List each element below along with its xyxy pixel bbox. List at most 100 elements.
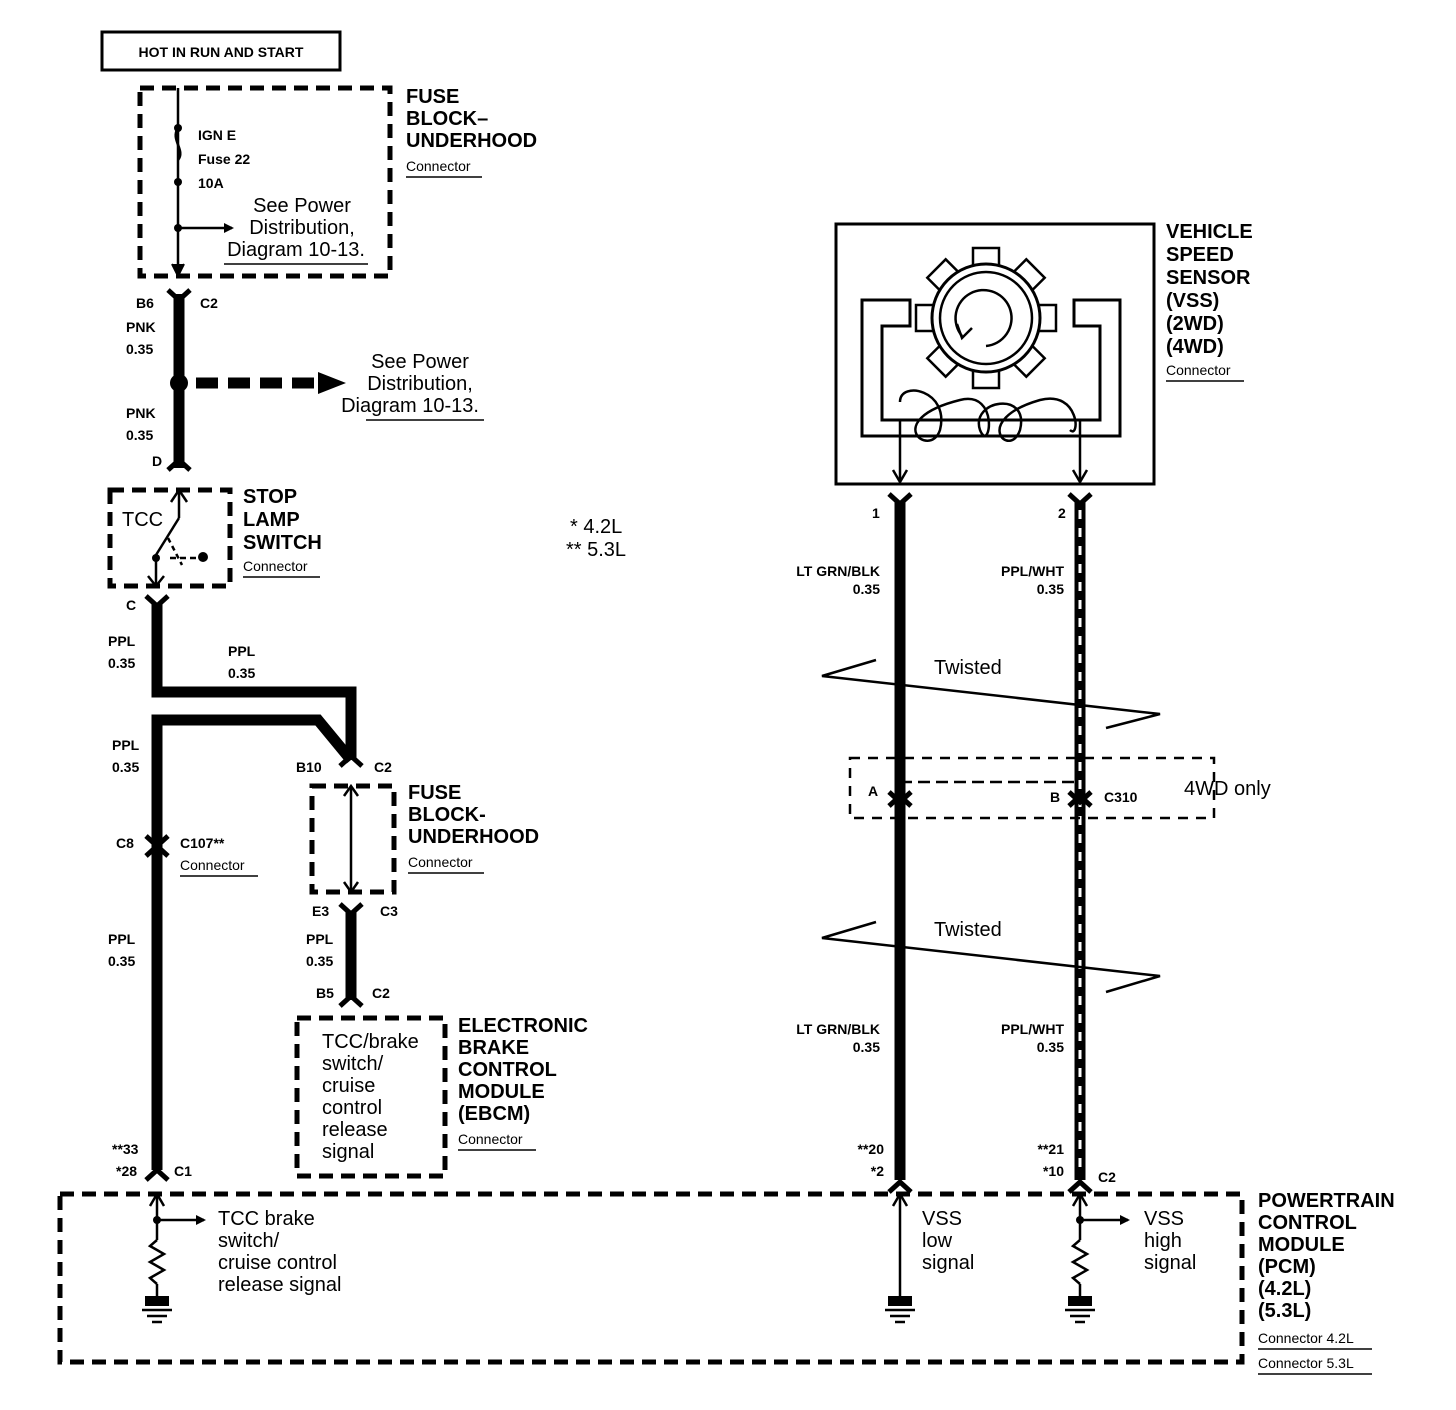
stop-lamp-title-3: SWITCH	[243, 532, 322, 554]
twisted-label-1: Twisted	[934, 657, 1002, 679]
pin-c3: C3	[380, 903, 398, 919]
pin-c2-pcm: C2	[1098, 1169, 1116, 1185]
vss-title-4: (VSS)	[1166, 290, 1219, 312]
pcm-vss-low-3: signal	[922, 1252, 974, 1274]
pin-vss-1: 1	[872, 505, 880, 521]
fuse-block-mid-title-3: UNDERHOOD	[408, 826, 539, 848]
vss-title-3: SENSOR	[1166, 267, 1251, 289]
ebcm-inner-6: signal	[322, 1141, 374, 1163]
tcc-label: TCC	[122, 509, 163, 531]
pin-c8: C8	[116, 835, 134, 851]
wire-color-ppl-2: PPL	[228, 643, 256, 659]
pin-c310: C310	[1104, 789, 1138, 805]
pin-c2-top: C2	[200, 295, 218, 311]
wire-color-pnk-2: PNK	[126, 405, 156, 421]
fuse-rating-label: 10A	[198, 175, 224, 191]
vss-title-6: (4WD)	[1166, 336, 1224, 358]
pin-c1: C1	[174, 1163, 192, 1179]
fuse-block-connector-label: Connector	[406, 158, 471, 174]
pcm-connector-42l: Connector 4.2L	[1258, 1330, 1354, 1346]
legend-53l: ** 5.3L	[566, 539, 626, 561]
splice-ref-line3: Diagram 10-13.	[341, 395, 479, 417]
pin-vss-2: 2	[1058, 505, 1066, 521]
ebcm-title-4: MODULE	[458, 1081, 545, 1103]
pcm-vss-high-2: high	[1144, 1230, 1182, 1252]
pin-c: C	[126, 597, 136, 613]
fuse-number-label: Fuse 22	[198, 151, 250, 167]
pin-d: D	[152, 453, 162, 469]
stop-lamp-connector-label: Connector	[243, 558, 308, 574]
wire-color-ltgrn-2: LT GRN/BLK	[796, 1021, 880, 1037]
ground-icon	[142, 1296, 172, 1324]
fuse-ref-line2: Distribution,	[249, 217, 355, 239]
pcm-vss-low-1: VSS	[922, 1208, 962, 1230]
ebcm-inner-4: control	[322, 1097, 382, 1119]
pnk-wire-circuit: B6 C2 PNK 0.35 PNK 0.35 D See Power Dist…	[126, 288, 484, 472]
pcm-vss-high-1: VSS	[1144, 1208, 1184, 1230]
pcm-module: TCC brake switch/ cruise control release…	[57, 1190, 1395, 1375]
pin-c2-ebcm: C2	[372, 985, 390, 1001]
pcm-vss-low-2: low	[922, 1230, 953, 1252]
wire-color-ppl-1: PPL	[108, 633, 136, 649]
wire-color-ppl-3: PPL	[112, 737, 140, 753]
wire-gauge-ppl-5: 0.35	[306, 953, 333, 969]
pcm-title-4: (PCM)	[1258, 1256, 1316, 1278]
pcm-vss-high-3: signal	[1144, 1252, 1196, 1274]
vss-wire-circuits: 1 2 LT GRN/BLK 0.35 PPL/WHT 0.35 Twisted…	[796, 492, 1271, 1194]
ground-icon	[885, 1296, 915, 1324]
wire-color-ltgrn-1: LT GRN/BLK	[796, 563, 880, 579]
wire-gauge-ppl-3: 0.35	[112, 759, 139, 775]
pcm-tcc-input: TCC brake switch/ cruise control release…	[142, 1191, 341, 1324]
wire-color-ppl-5: PPL	[306, 931, 334, 947]
wire-gauge-pplwht-2: 0.35	[1037, 1039, 1064, 1055]
vss-title-2: SPEED	[1166, 244, 1234, 266]
ebcm-title-2: BRAKE	[458, 1037, 529, 1059]
pin-10: *10	[1043, 1163, 1064, 1179]
pin-a: A	[868, 783, 878, 799]
pcm-title-3: MODULE	[1258, 1234, 1345, 1256]
ebcm-inner-2: switch/	[322, 1053, 384, 1075]
ebcm-module: TCC/brake switch/ cruise control release…	[294, 1015, 588, 1179]
pin-b: B	[1050, 789, 1060, 805]
ebcm-title-5: (EBCM)	[458, 1103, 530, 1125]
ebcm-inner-5: release	[322, 1119, 388, 1141]
pcm-title-2: CONTROL	[1258, 1212, 1357, 1234]
vehicle-speed-sensor: VEHICLE SPEED SENSOR (VSS) (2WD) (4WD) C…	[834, 221, 1253, 486]
splice-ref-line2: Distribution,	[367, 373, 473, 395]
ebcm-inner-1: TCC/brake	[322, 1031, 419, 1053]
fuse-block-underhood-top: IGN E Fuse 22 10A See Power Distribution…	[137, 85, 537, 279]
vss-gear-icon	[914, 246, 1058, 390]
ebcm-title-3: CONTROL	[458, 1059, 557, 1081]
wire-gauge-pnk-1: 0.35	[126, 341, 153, 357]
hot-in-run-label: HOT IN RUN AND START	[139, 44, 304, 60]
wire-color-ppl-4: PPL	[108, 931, 136, 947]
engine-legend: * 4.2L ** 5.3L	[566, 516, 626, 561]
fuse-block-mid-title-2: BLOCK-	[408, 804, 486, 826]
ground-icon	[1065, 1296, 1095, 1324]
fuse-block-title-3: UNDERHOOD	[406, 130, 537, 152]
splice-ref-line1: See Power	[371, 351, 469, 373]
fuse-ign-label: IGN E	[198, 127, 236, 143]
wire-gauge-ltgrn-1: 0.35	[853, 581, 880, 597]
fuse-block-mid-connector-label: Connector	[408, 854, 473, 870]
stop-lamp-title-1: STOP	[243, 486, 297, 508]
hot-in-run-and-start-box: HOT IN RUN AND START	[100, 30, 342, 72]
pin-33: **33	[112, 1141, 139, 1157]
pcm-tcc-label-2: switch/	[218, 1230, 280, 1252]
ebcm-inner-3: cruise	[322, 1075, 375, 1097]
fuse-ref-line1: See Power	[253, 195, 351, 217]
wire-gauge-ppl-1: 0.35	[108, 655, 135, 671]
stop-lamp-title-2: LAMP	[243, 509, 300, 531]
pin-2: *2	[871, 1163, 884, 1179]
vss-title-1: VEHICLE	[1166, 221, 1253, 243]
pcm-connector-53l: Connector 5.3L	[1258, 1355, 1354, 1371]
fuse-block-mid-title-1: FUSE	[408, 782, 461, 804]
vss-connector-label: Connector	[1166, 362, 1231, 378]
fuse-block-title-1: FUSE	[406, 86, 459, 108]
legend-42l: * 4.2L	[570, 516, 622, 538]
pcm-title-6: (5.3L)	[1258, 1300, 1311, 1322]
stop-lamp-switch: TCC STOP LAMP SWITCH Connector	[107, 486, 322, 589]
fuse-ref-line3: Diagram 10-13.	[227, 239, 365, 261]
c107-connector-label: Connector	[180, 857, 245, 873]
wire-gauge-ppl-2: 0.35	[228, 665, 255, 681]
